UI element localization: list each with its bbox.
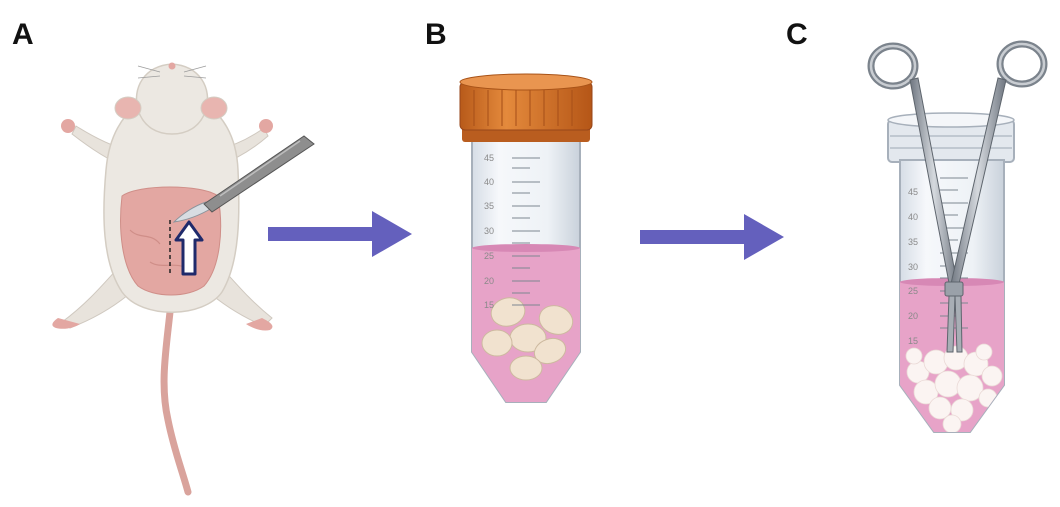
tube-b-tick-20: 20 xyxy=(484,276,494,286)
tube-c-tick-25: 25 xyxy=(908,286,918,296)
mouse-ear-right xyxy=(200,96,228,120)
tube-b-tick-40: 40 xyxy=(484,177,494,187)
arrow-right-icon xyxy=(268,211,412,257)
mouse-nose xyxy=(168,62,176,70)
tube-c-tick-15: 15 xyxy=(908,336,918,346)
tube-b: 45 40 35 30 25 20 15 xyxy=(459,73,593,403)
arrow-up-icon xyxy=(174,220,204,276)
scalpel-icon xyxy=(172,135,315,223)
tube-c-tick-35: 35 xyxy=(908,237,918,247)
tube-b-cap xyxy=(459,73,593,142)
tube-b-tick-25: 25 xyxy=(484,251,494,261)
mouse-ear-left xyxy=(114,96,142,120)
mouse-hind-foot-right xyxy=(246,318,273,331)
panel-label-b: B xyxy=(425,18,447,51)
tube-b-tick-35: 35 xyxy=(484,201,494,211)
mouse-tail xyxy=(160,308,192,496)
minced-tissue xyxy=(905,343,1003,432)
mouse-paw-left xyxy=(61,119,75,133)
panel-label-c: C xyxy=(786,18,808,51)
tissue-pieces xyxy=(481,297,574,381)
mouse-illustration xyxy=(52,62,273,496)
mouse-paw-right xyxy=(259,119,273,133)
tube-c-tick-30: 30 xyxy=(908,262,918,272)
mouse-hind-foot-left xyxy=(52,318,80,329)
forceps-icon xyxy=(867,40,1048,353)
mouse-whiskers xyxy=(137,65,207,79)
mouse-head xyxy=(135,63,209,135)
arrow-right-icon xyxy=(640,214,784,260)
tube-b-tick-15: 15 xyxy=(484,300,494,310)
tube-b-tick-30: 30 xyxy=(484,226,494,236)
tube-c-tick-45: 45 xyxy=(908,187,918,197)
tube-c-tick-20: 20 xyxy=(908,311,918,321)
tube-c-tick-40: 40 xyxy=(908,212,918,222)
tube-b-tick-45: 45 xyxy=(484,153,494,163)
panel-label-a: A xyxy=(12,18,34,51)
